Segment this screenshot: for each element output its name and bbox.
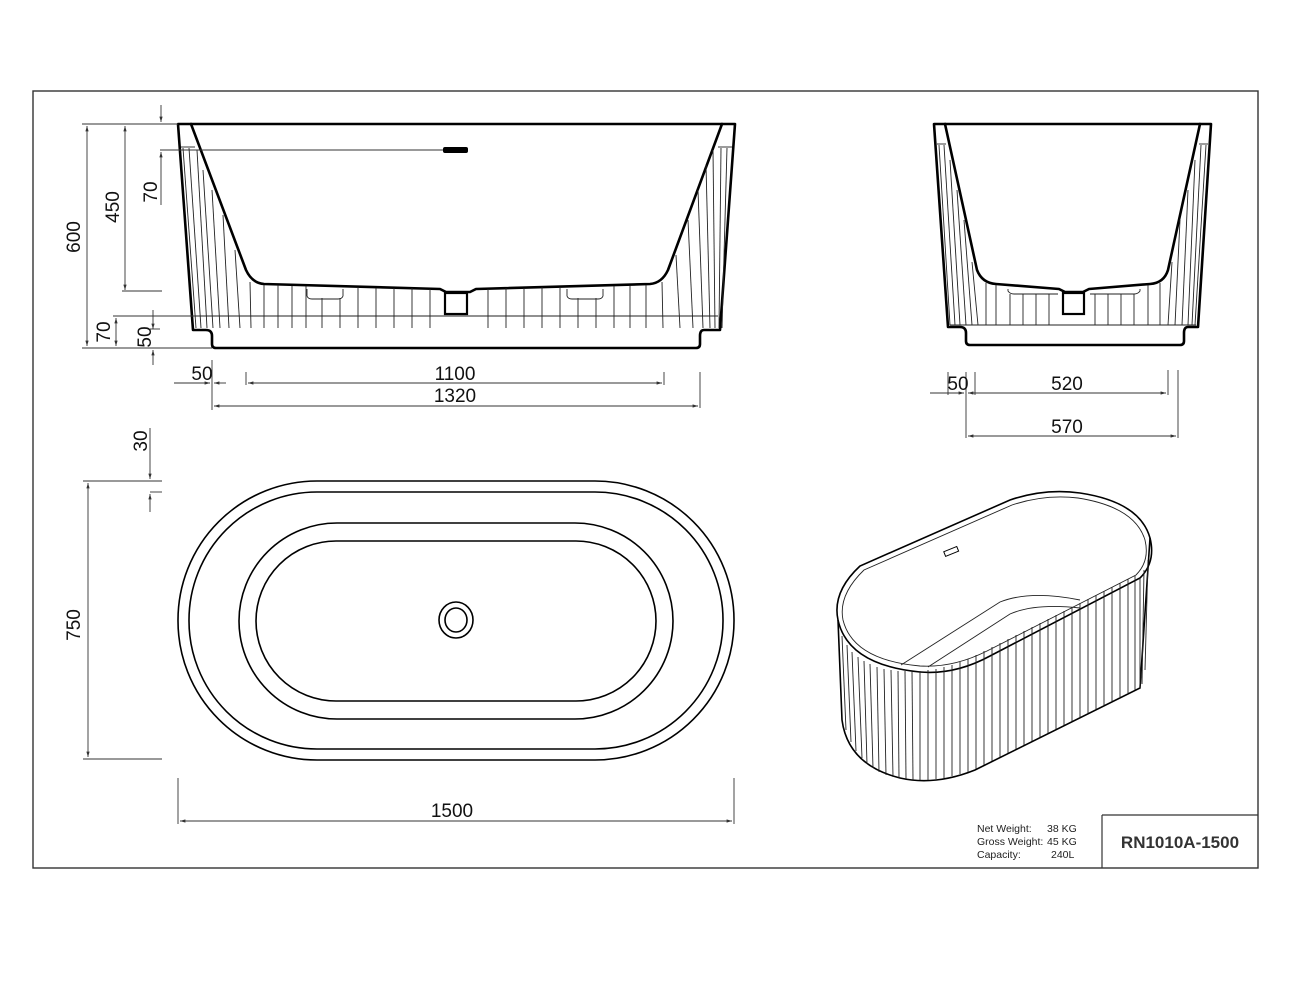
dim-450: 450 [103, 191, 124, 223]
spec-capacity-value: 240L [1051, 849, 1075, 861]
spec-net-weight-value: 38 KG [1047, 823, 1077, 835]
spec-capacity-label: Capacity: [977, 849, 1021, 861]
isometric-view [836, 490, 1153, 782]
spec-gross-weight-value: 45 KG [1047, 836, 1077, 848]
side-fluting-lines [938, 144, 1207, 326]
dim-50-side: 50 [191, 364, 212, 385]
dim-50-step: 50 [135, 326, 156, 347]
iso-fluting-lines [841, 559, 1149, 781]
drain-icon [438, 601, 474, 639]
side-drain-outlet [1061, 291, 1086, 316]
top-view-dims [83, 428, 735, 824]
dim-520: 520 [1051, 374, 1083, 395]
title-block: RN1010A-1500 [1101, 814, 1258, 868]
sheet-border [32, 90, 1259, 869]
dim-1500: 1500 [431, 801, 473, 822]
front-view [160, 122, 737, 350]
dim-1320: 1320 [434, 386, 476, 407]
drain-outlet [443, 291, 469, 316]
dim-600: 600 [64, 221, 85, 253]
spec-net-weight-label: Net Weight: [977, 823, 1032, 835]
side-view [932, 122, 1213, 347]
fluting-lines [182, 147, 728, 329]
dim-1100: 1100 [435, 364, 476, 385]
side-view-dims [930, 370, 1179, 438]
dim-570: 570 [1051, 417, 1083, 438]
dim-70-plinth: 70 [94, 321, 115, 342]
dim-30: 30 [131, 430, 152, 451]
dim-750: 750 [64, 609, 85, 641]
spec-gross-weight-label: Gross Weight: [977, 836, 1043, 848]
spec-list: Net Weight: 38 KG Gross Weight: 45 KG Ca… [977, 823, 1077, 861]
dim-70-overflow: 70 [141, 181, 162, 202]
side-dim-50: 50 [947, 374, 968, 395]
top-view [177, 480, 735, 761]
front-view-horizontal-dims [174, 360, 701, 410]
model-number: RN1010A-1500 [1121, 833, 1239, 852]
front-view-vertical-dims [82, 105, 212, 365]
overflow-slot [443, 147, 468, 153]
